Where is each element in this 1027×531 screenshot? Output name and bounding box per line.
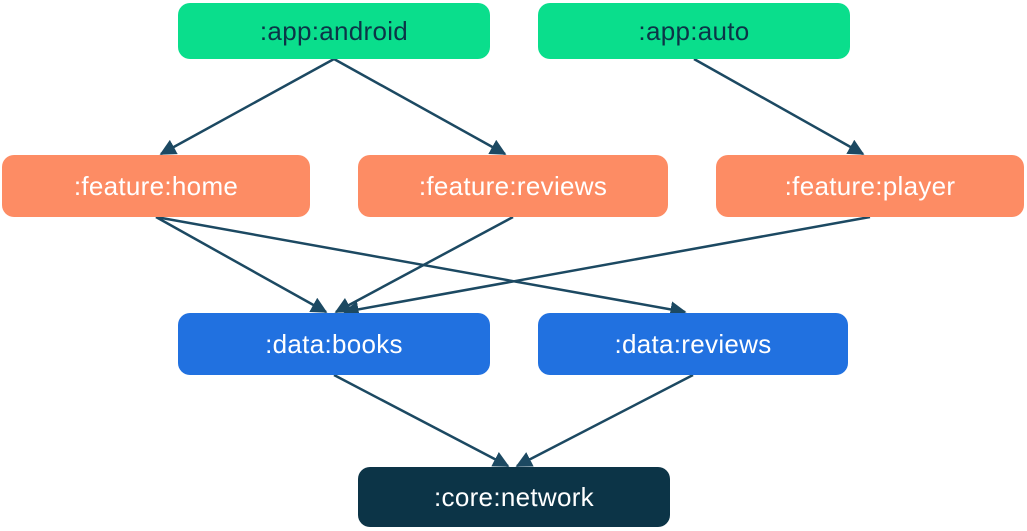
edge-data-books-to-core-network <box>333 373 510 468</box>
edge-app-android-to-feature-home <box>159 57 335 156</box>
node-label-app-android: :app:android <box>259 15 409 46</box>
node-label-core-network: :core:network <box>434 481 594 512</box>
node-core-network: :core:network <box>358 467 670 527</box>
node-data-books: :data:books <box>178 313 490 375</box>
node-app-auto: :app:auto <box>538 3 850 59</box>
node-label-data-books: :data:books <box>265 328 403 359</box>
edge-app-android-to-feature-reviews <box>333 57 507 156</box>
edge-feature-home-to-data-books <box>155 215 328 314</box>
node-feature-player: :feature:player <box>716 155 1024 217</box>
dependency-edges <box>155 57 871 468</box>
edge-feature-reviews-to-data-books <box>334 215 514 314</box>
node-feature-reviews: :feature:reviews <box>358 155 668 217</box>
node-app-android: :app:android <box>178 3 490 59</box>
node-label-feature-reviews: :feature:reviews <box>418 170 608 201</box>
node-feature-home: :feature:home <box>2 155 310 217</box>
node-data-reviews: :data:reviews <box>538 313 848 375</box>
edge-feature-player-to-data-books <box>342 215 871 318</box>
edge-app-auto-to-feature-player <box>693 57 865 156</box>
node-label-feature-home: :feature:home <box>73 170 239 201</box>
node-label-app-auto: :app:auto <box>638 15 750 46</box>
node-label-feature-player: :feature:player <box>784 170 956 201</box>
edge-data-reviews-to-core-network <box>515 373 694 468</box>
node-label-data-reviews: :data:reviews <box>614 328 772 359</box>
edge-feature-home-to-data-reviews <box>155 215 687 318</box>
